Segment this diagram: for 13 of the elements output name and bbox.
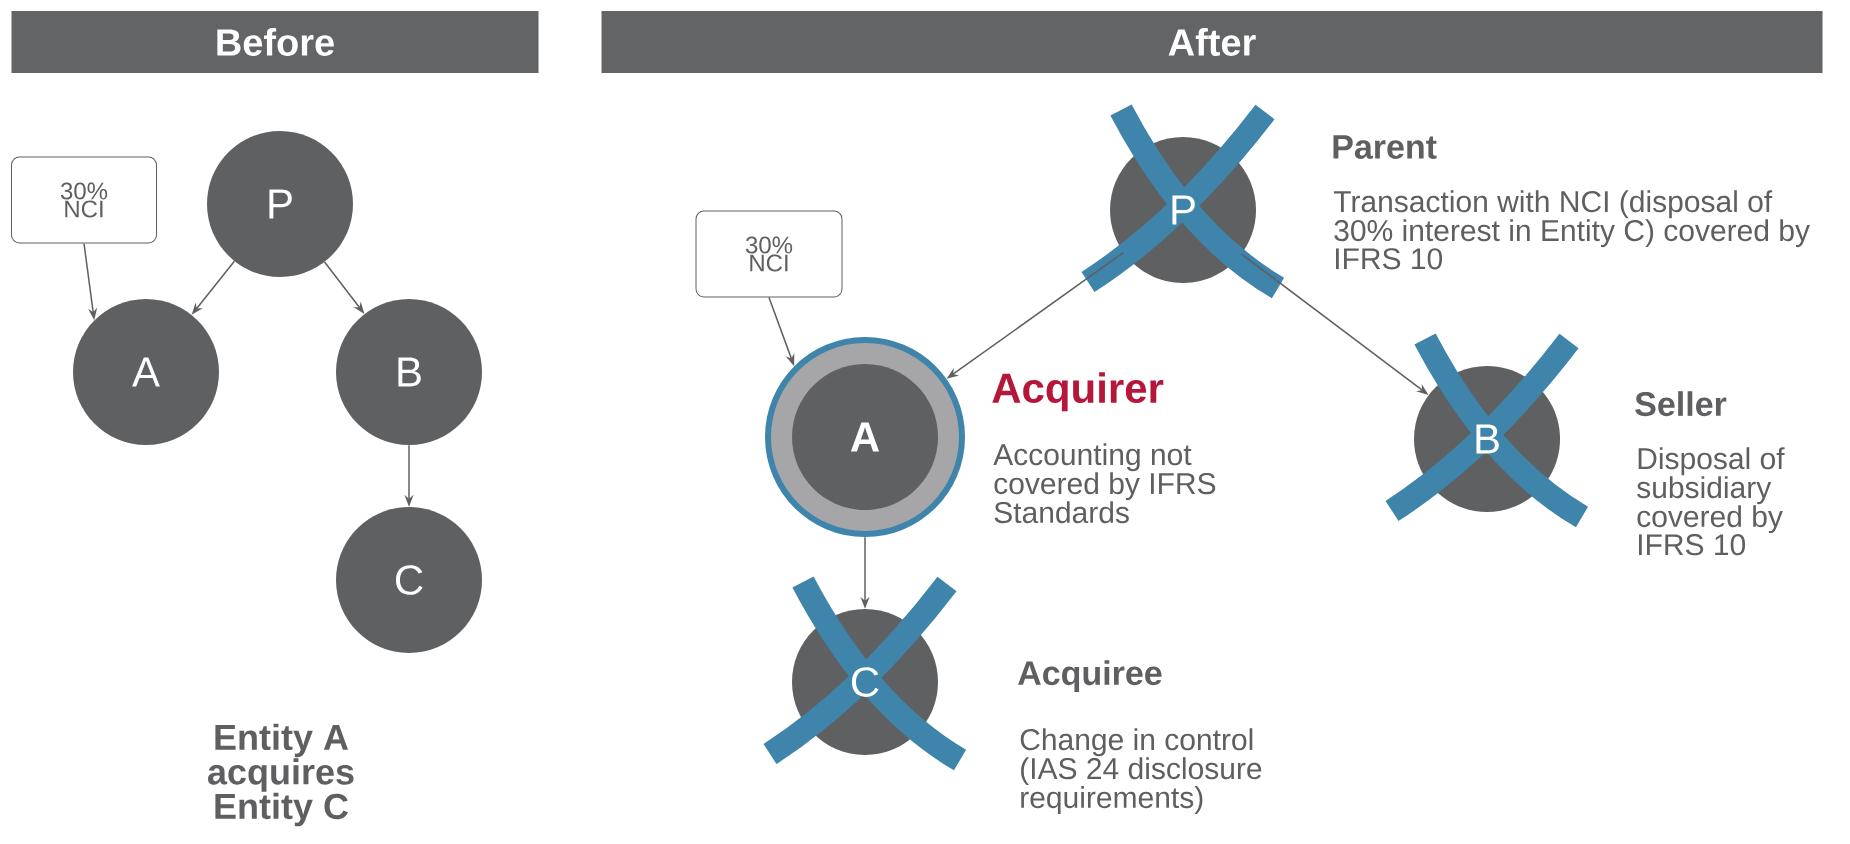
role-description: Change in control (IAS 24 disclosure requirements) (1020, 728, 1262, 815)
note-box: 30% NCI (11, 156, 157, 244)
role-heading: Acquirer (992, 372, 1164, 412)
role-heading: Acquiree (1018, 660, 1162, 692)
role-description: Transaction with NCI (disposal of 30% interest in Entity C) covered by IFRS 10 (1333, 190, 1810, 270)
header-bar: Before (11, 11, 539, 73)
note-box: 30% NCI (695, 210, 843, 298)
role-description: Accounting not covered by IFRS Standards (993, 443, 1216, 524)
role-heading: Seller (1635, 391, 1727, 417)
header-bar: After (601, 11, 1823, 73)
role-heading: Parent (1333, 135, 1437, 159)
role-description: Disposal of subsidiary covered by IFRS 10 (1637, 447, 1785, 556)
caption: Entity A acquires Entity C (208, 723, 354, 827)
